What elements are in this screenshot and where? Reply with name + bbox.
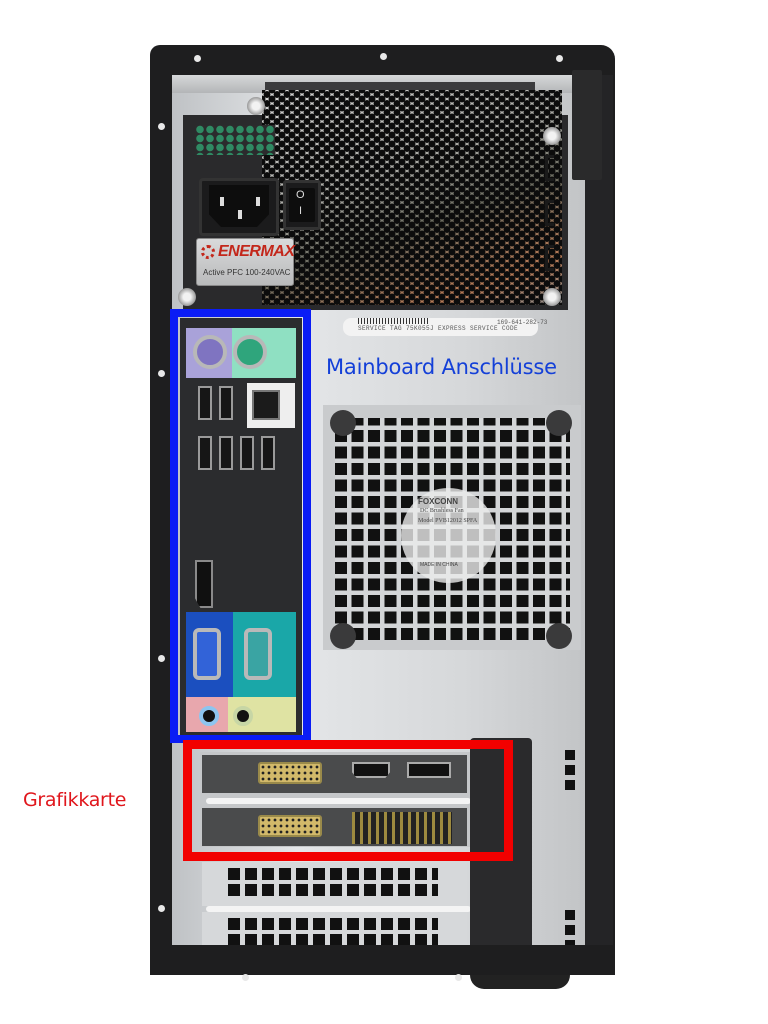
psu-vent-mesh-left — [195, 125, 275, 155]
mainboard-highlight-box — [170, 309, 311, 743]
express-service-code: 169-641-282-73 — [497, 319, 548, 326]
barcode-icon — [358, 318, 428, 324]
switch-off-symbol: O — [296, 189, 305, 201]
case-slot — [545, 155, 554, 181]
fan-mount — [546, 623, 572, 649]
service-tag-text: SERVICE TAG 75K055J EXPRESS SERVICE CODE — [358, 325, 519, 332]
enermax-gear-icon — [201, 245, 215, 259]
graphics-card-highlight-box — [183, 740, 513, 861]
fan-origin: MADE IN CHINA — [420, 562, 458, 568]
usb-port[interactable] — [219, 436, 233, 470]
power-socket-inner — [209, 185, 269, 227]
psu-screw — [247, 97, 265, 115]
ethernet-port[interactable] — [252, 390, 280, 420]
usb-port[interactable] — [219, 386, 233, 420]
switch-on-symbol: I — [299, 205, 303, 217]
right-rail — [585, 75, 613, 955]
screw-hole — [556, 55, 563, 62]
screw-hole — [158, 123, 165, 130]
fan-type: DC Brushless Fan — [420, 508, 464, 514]
psu-brand: ENERMAX — [218, 243, 295, 260]
usb-port[interactable] — [261, 436, 275, 470]
screw-hole — [380, 53, 387, 60]
blank-slot-vents — [228, 916, 438, 946]
graphics-card-annotation-label: Grafikkarte — [23, 789, 127, 811]
usb-port[interactable] — [198, 436, 212, 470]
blank-slot-vents — [228, 866, 438, 896]
psu-screw — [543, 288, 561, 306]
slot-divider — [206, 906, 471, 912]
fan-grille — [335, 418, 570, 640]
card-vent — [352, 812, 452, 844]
screw-hole — [242, 974, 249, 981]
socket-pin — [220, 197, 224, 206]
fan-mount — [330, 623, 356, 649]
ps2-keyboard-port[interactable] — [193, 335, 227, 369]
case-vent — [565, 750, 575, 760]
mainboard-annotation-label: Mainboard Anschlüsse — [326, 355, 557, 379]
displayport-port[interactable] — [195, 560, 213, 608]
slot-divider — [206, 798, 471, 804]
fan-model: Model PVB12012 SPFA — [418, 518, 478, 524]
screw-hole — [158, 370, 165, 377]
audio-line-in-jack[interactable] — [199, 706, 219, 726]
screw-hole — [158, 905, 165, 912]
case-vent — [565, 925, 575, 935]
case-bottom-frame — [150, 945, 615, 975]
power-switch-rocker[interactable] — [289, 188, 315, 222]
fan-mount — [546, 410, 572, 436]
psu-rating: Active PFC 100-240VAC — [203, 268, 291, 277]
usb-port[interactable] — [198, 386, 212, 420]
fan-mount — [330, 410, 356, 436]
screw-hole — [455, 974, 462, 981]
case-vent — [565, 765, 575, 775]
screw-hole — [194, 55, 201, 62]
dvi-port[interactable] — [258, 815, 322, 837]
case-foot — [470, 975, 570, 989]
case-vent — [565, 780, 575, 790]
fan-label-sticker — [401, 488, 496, 583]
case-slot — [545, 200, 554, 226]
case-vent — [565, 910, 575, 920]
psu-screw — [178, 288, 196, 306]
lock-bracket — [572, 70, 602, 180]
usb-port[interactable] — [240, 436, 254, 470]
audio-line-out-jack[interactable] — [233, 706, 253, 726]
screw-hole — [158, 655, 165, 662]
psu-screw — [543, 127, 561, 145]
displayport-port[interactable] — [407, 762, 451, 778]
ps2-mouse-port[interactable] — [233, 335, 267, 369]
socket-pin — [256, 197, 260, 206]
serial-port[interactable] — [244, 628, 272, 680]
fan-brand: FOXCONN — [418, 497, 458, 506]
vga-port[interactable] — [193, 628, 221, 680]
socket-pin — [238, 210, 242, 219]
dvi-port[interactable] — [258, 762, 322, 784]
case-slot — [545, 245, 554, 271]
hdmi-port[interactable] — [352, 762, 390, 778]
